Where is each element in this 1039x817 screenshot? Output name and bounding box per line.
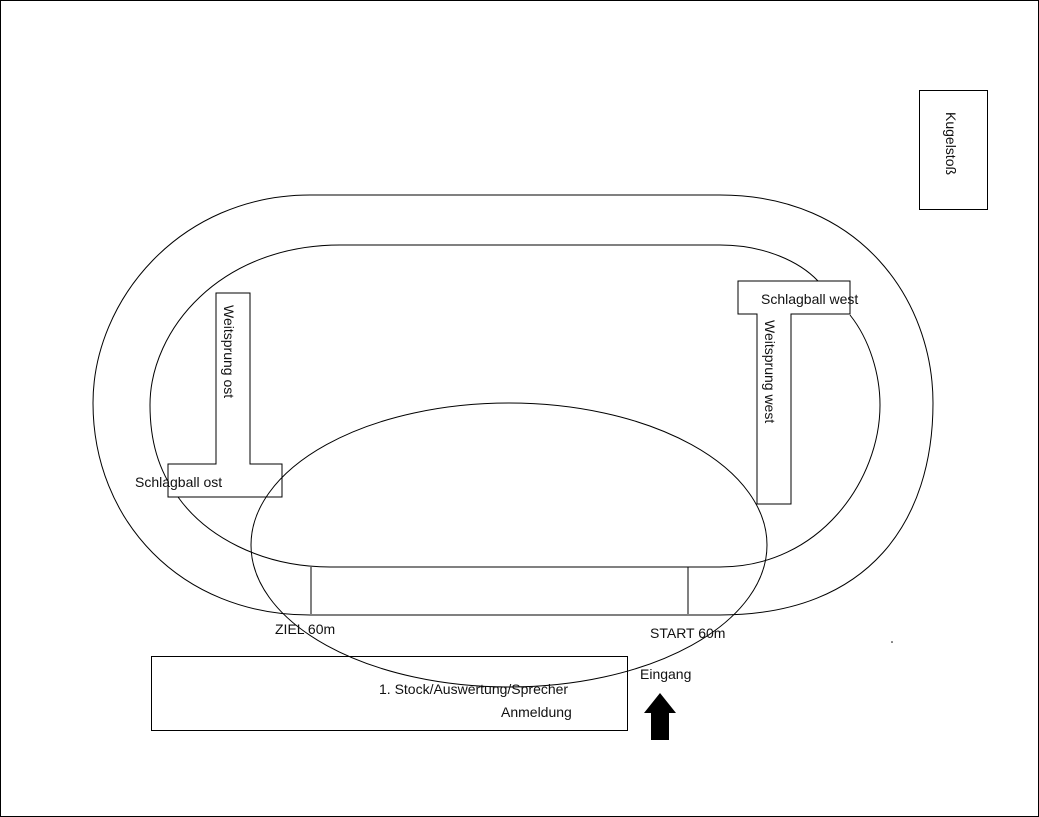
entrance-arrow-icon xyxy=(644,693,676,740)
weitsprung-west-label: Weitsprung west xyxy=(762,320,778,423)
kugelstoss-area xyxy=(919,90,988,210)
stray-dot xyxy=(891,641,893,643)
track-outer-line xyxy=(92,194,934,616)
track-inner-line xyxy=(149,244,881,568)
building-area xyxy=(151,656,628,731)
start-label: START 60m xyxy=(650,625,725,641)
schlagball-ost-label: Schlagball ost xyxy=(135,474,222,490)
building-label-line1: 1. Stock/Auswertung/Sprecher xyxy=(379,681,568,697)
building-label-line2: Anmeldung xyxy=(501,704,572,720)
schlagball-west-label: Schlagball west xyxy=(761,291,858,307)
weitsprung-ost-area xyxy=(167,292,283,498)
field-ellipse xyxy=(250,402,768,688)
weitsprung-west-area xyxy=(737,280,851,505)
weitsprung-ost-label: Weitsprung ost xyxy=(221,305,237,398)
kugelstoss-label: Kugelstoß xyxy=(943,112,959,175)
eingang-label: Eingang xyxy=(640,666,691,682)
ziel-label: ZIEL 60m xyxy=(275,621,335,637)
